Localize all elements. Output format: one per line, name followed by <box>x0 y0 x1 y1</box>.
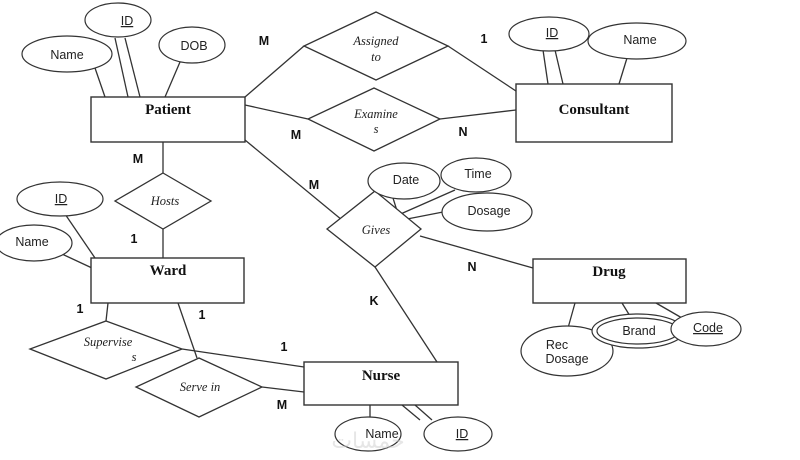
relationship-gives: Gives <box>325 190 423 268</box>
connector-patient-name <box>94 67 106 98</box>
attribute-consultant-id: ID <box>508 16 590 52</box>
connector-consultant-id-b <box>554 49 564 85</box>
attribute-drug-rec-dosage-label-2: Dosage <box>545 352 588 366</box>
entity-drug: Drug <box>532 258 687 304</box>
connector-patient-dob <box>164 61 181 98</box>
attribute-consultant-name-label: Name <box>623 33 656 47</box>
connector-serve-nurse <box>261 386 305 393</box>
cardinality-examines-patient: M <box>291 128 301 142</box>
entity-drug-label: Drug <box>592 264 626 280</box>
attribute-drug-brand: Brand <box>591 313 685 349</box>
connector-examines-consultant <box>439 109 517 120</box>
attribute-ward-name-label: Name <box>15 235 48 249</box>
watermark: خمسات <box>331 429 404 454</box>
entity-consultant-label: Consultant <box>559 102 630 118</box>
connector-patient-id-b <box>124 37 141 98</box>
cardinality-serve-nurse: M <box>277 398 287 412</box>
attribute-drug-rec-dosage: Rec Dosage <box>520 325 614 377</box>
attribute-nurse-name: Name <box>334 416 402 452</box>
connector-patient-assigned <box>244 45 305 98</box>
attribute-ward-id-label: ID <box>55 192 68 206</box>
entity-ward: Ward <box>90 257 245 304</box>
cardinality-gives-drug: N <box>467 260 476 274</box>
relationship-serve-in: Serve in <box>134 357 264 418</box>
relationship-assigned-to: Assigned to <box>302 11 450 81</box>
relationship-hosts: Hosts <box>113 172 213 230</box>
relationship-examines: Examine s <box>306 87 442 152</box>
cardinality-assigned-consultant: 1 <box>481 32 488 46</box>
cardinality-examines-consultant: N <box>458 125 467 139</box>
attribute-gives-time: Time <box>440 157 512 193</box>
attribute-patient-dob: DOB <box>158 26 226 64</box>
cardinality-supervises-nurse: 1 <box>281 340 288 354</box>
attribute-drug-rec-dosage-label: Rec <box>546 338 568 352</box>
attribute-nurse-name-label: Name <box>365 427 398 441</box>
cardinality-gives-patient: M <box>309 178 319 192</box>
cardinality-hosts-ward: 1 <box>131 232 138 246</box>
attribute-patient-name: Name <box>21 35 113 73</box>
relationship-supervises: Supervise s <box>28 320 184 380</box>
connector-gives-drug <box>419 235 534 269</box>
relationship-examines-label: Examine <box>353 107 398 121</box>
attribute-ward-id: ID <box>16 181 104 217</box>
attribute-nurse-id-label: ID <box>456 427 469 441</box>
attribute-patient-id: ID <box>84 2 152 38</box>
connector-patient-id <box>114 37 129 98</box>
attribute-drug-brand-label: Brand <box>622 324 655 338</box>
attribute-drug-code-label: Code <box>693 321 723 335</box>
connector-consultant-name <box>618 57 628 85</box>
connector-ward-id <box>64 213 96 259</box>
connector-ward-serve <box>177 302 198 359</box>
entity-ward-label: Ward <box>150 263 187 279</box>
entity-patient: Patient <box>90 96 246 143</box>
relationship-assigned-to-label: Assigned <box>352 34 399 48</box>
connector-patient-examines <box>244 104 309 120</box>
attribute-drug-code: Code <box>670 311 742 347</box>
relationship-supervises-label: Supervise <box>84 335 133 349</box>
connector-consultant-id <box>542 49 549 85</box>
relationship-gives-label: Gives <box>362 223 391 237</box>
connector-nurse-id-b <box>414 404 433 421</box>
attribute-patient-dob-label: DOB <box>180 39 207 53</box>
connector-gives-time <box>395 189 456 217</box>
attribute-gives-time-label: Time <box>464 167 491 181</box>
attribute-nurse-id: ID <box>423 416 493 452</box>
attribute-gives-dosage: Dosage <box>441 192 533 232</box>
cardinality-assigned-patient: M <box>259 34 269 48</box>
relationship-examines-label-2: s <box>374 122 379 136</box>
cardinality-hosts-patient: M <box>133 152 143 166</box>
connector-ward-name <box>61 253 93 269</box>
connector-gives-nurse <box>374 266 438 363</box>
attribute-gives-date-label: Date <box>393 173 419 187</box>
entity-nurse: Nurse <box>303 361 459 406</box>
cardinalities: M 1 M N M 1 M N K 1 1 1 M <box>77 32 488 412</box>
relationship-assigned-to-label-2: to <box>371 50 381 64</box>
attribute-ward-name: Name <box>0 224 73 262</box>
cardinality-gives-nurse: K <box>369 294 378 308</box>
connector-nurse-id <box>401 404 421 421</box>
attribute-consultant-id-label: ID <box>546 26 559 40</box>
cardinality-supervises-ward: 1 <box>77 302 84 316</box>
connector-supervises-nurse <box>181 348 305 368</box>
relationship-supervises-label-2: s <box>132 350 137 364</box>
connector-patient-gives <box>244 139 343 221</box>
relationship-hosts-label: Hosts <box>150 194 180 208</box>
entity-patient-label: Patient <box>145 102 191 118</box>
entity-nurse-label: Nurse <box>362 368 401 384</box>
attribute-gives-date: Date <box>367 162 441 200</box>
relationship-serve-in-label: Serve in <box>180 380 221 394</box>
connector-assigned-consultant <box>447 45 526 98</box>
connector-drug-code <box>655 302 683 319</box>
entity-consultant: Consultant <box>515 83 673 143</box>
attribute-gives-dosage-label: Dosage <box>467 204 510 218</box>
connector-ward-supervises <box>105 302 109 322</box>
attribute-consultant-name: Name <box>587 22 687 60</box>
connector-drug-recdosage <box>567 302 576 329</box>
attribute-patient-id-label: ID <box>121 14 134 28</box>
attribute-patient-name-label: Name <box>50 48 83 62</box>
cardinality-serve-ward: 1 <box>199 308 206 322</box>
